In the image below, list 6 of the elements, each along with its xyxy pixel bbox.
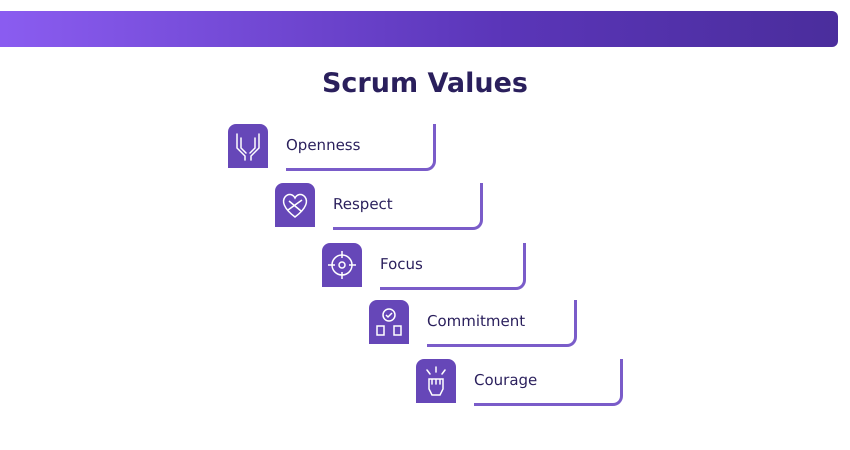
- title: Scrum Values: [320, 68, 530, 99]
- value-label: Commitment: [427, 312, 526, 330]
- value-label: Respect: [333, 195, 393, 213]
- value-label: Openness: [286, 136, 360, 154]
- value-label: Focus: [380, 255, 423, 273]
- value-label: Courage: [474, 371, 538, 389]
